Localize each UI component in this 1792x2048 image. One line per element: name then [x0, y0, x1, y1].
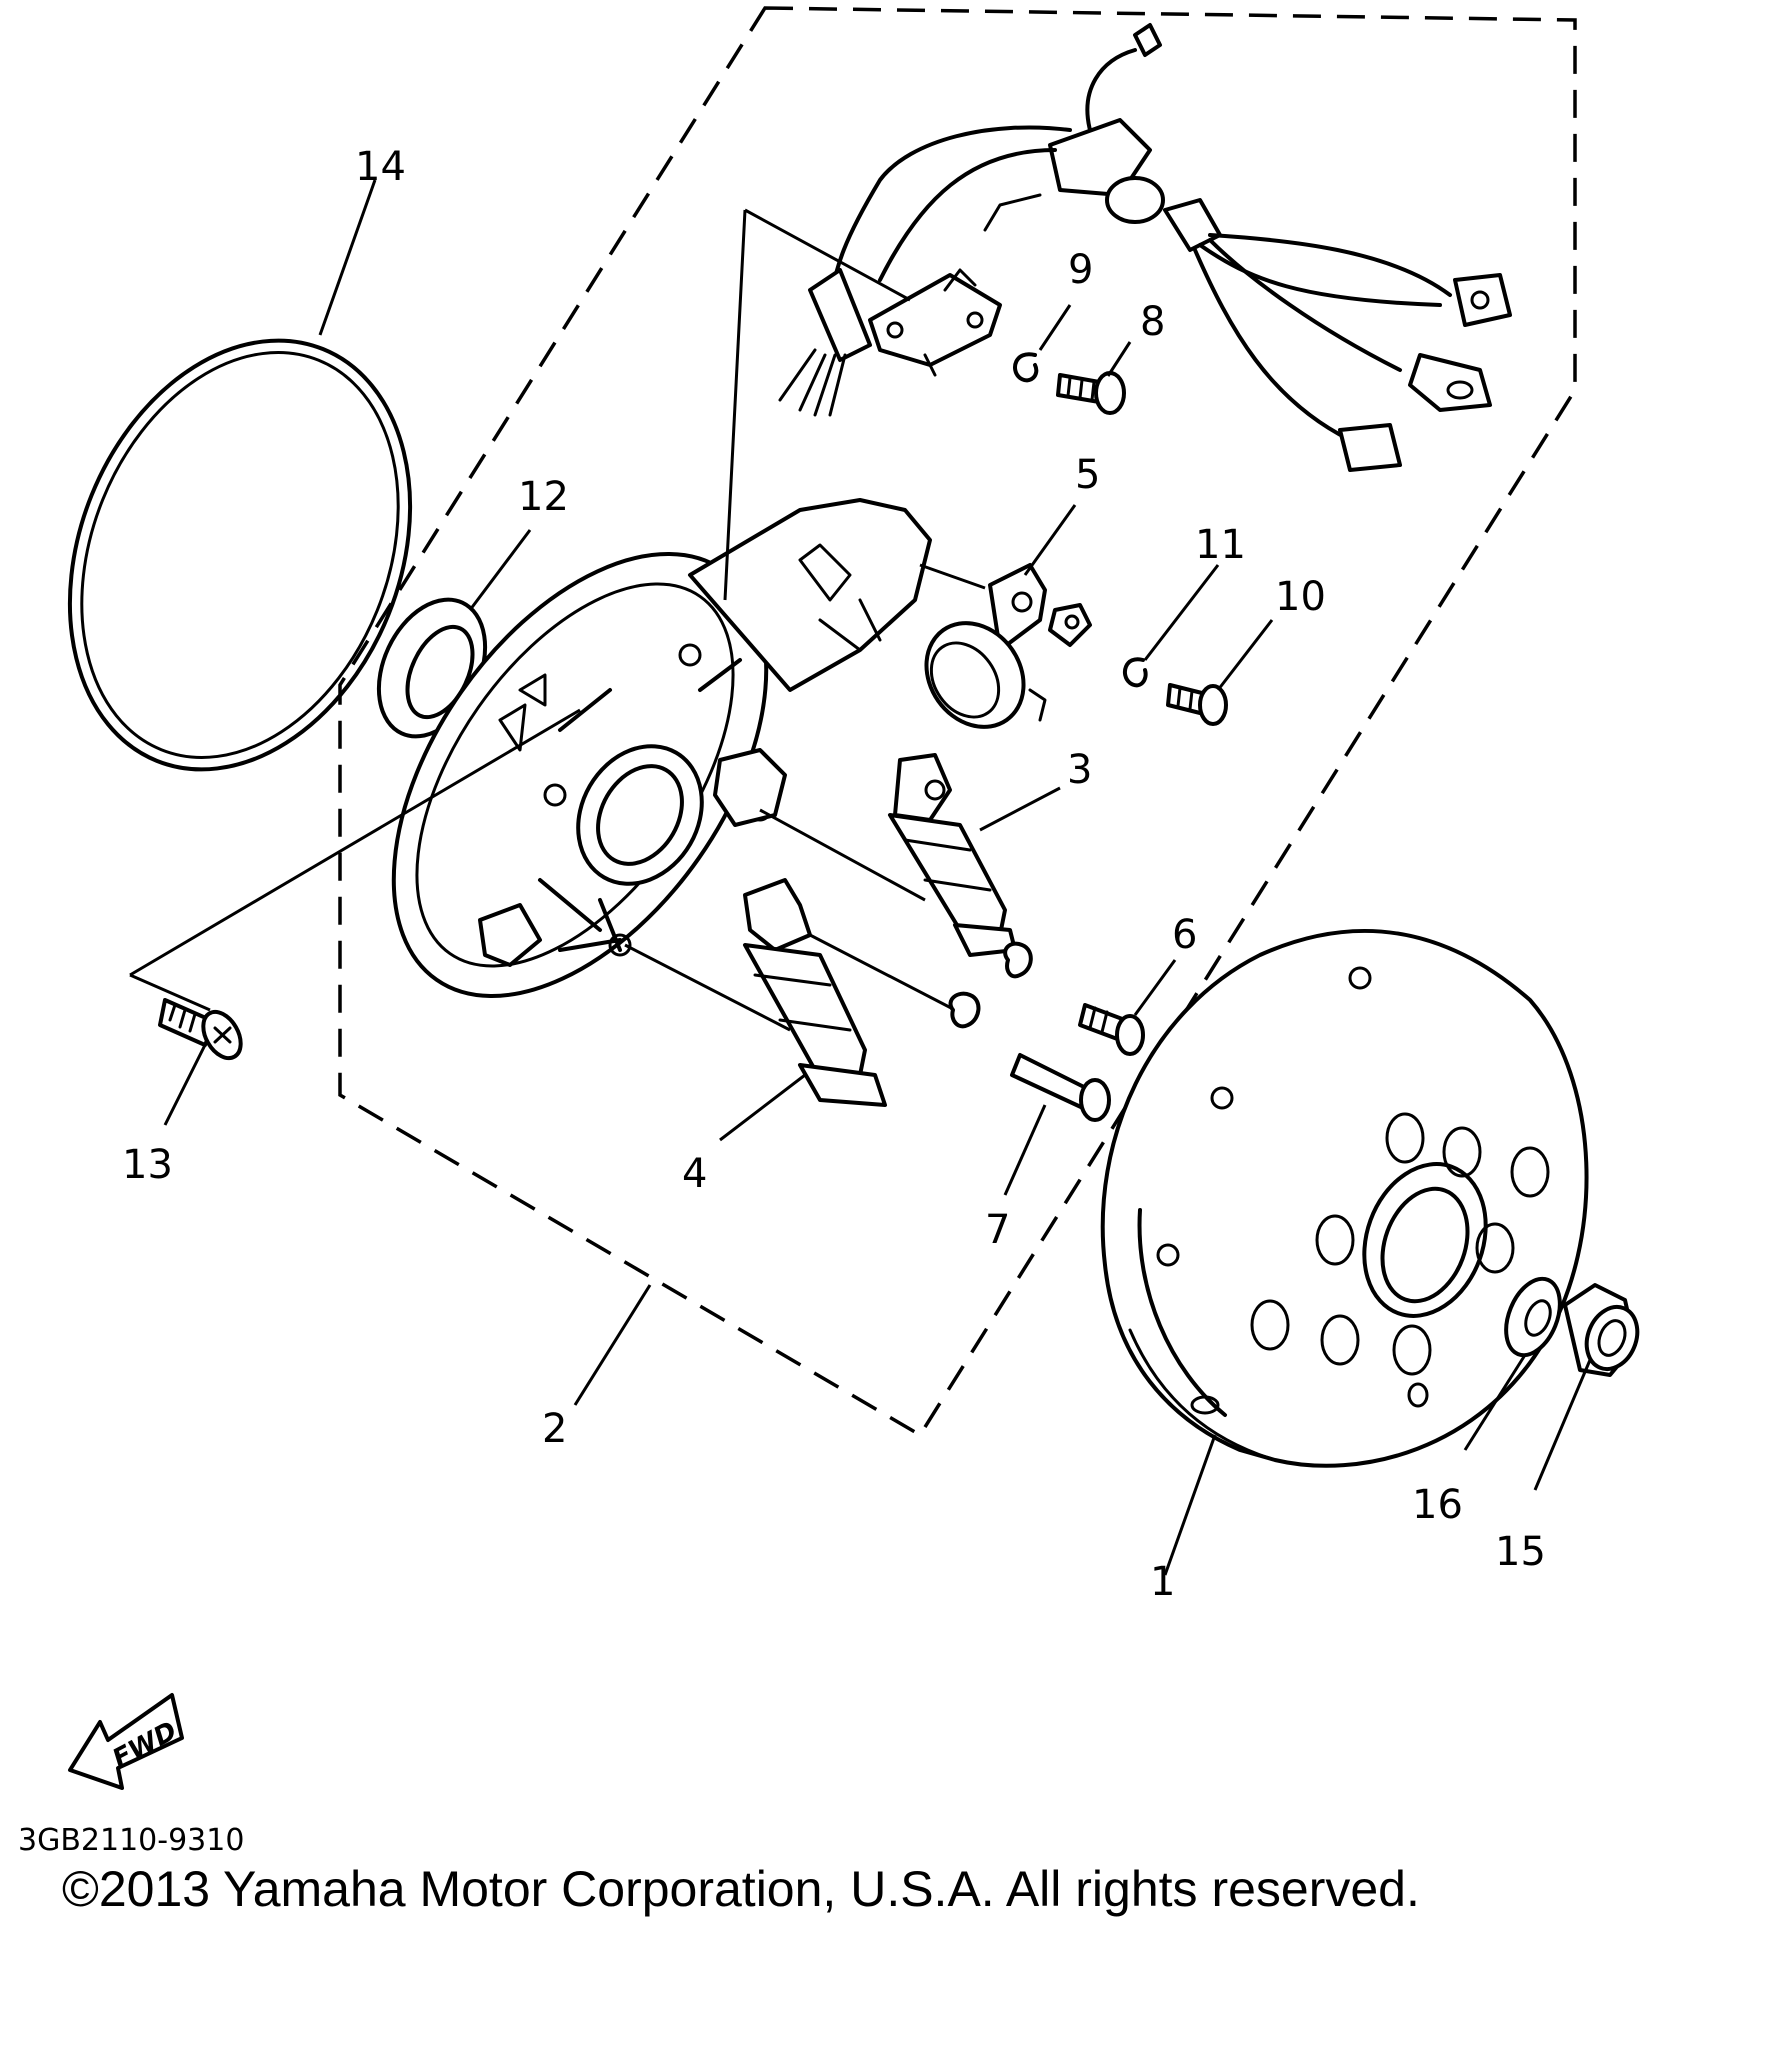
- leader-3-bolt: [759, 808, 926, 902]
- washer-part-11: [1122, 657, 1148, 688]
- callout-4: 4: [682, 1151, 707, 1197]
- leader-4-coil: [809, 933, 956, 1012]
- o-ring-part-14: [67, 338, 413, 772]
- callout-9: 9: [1068, 247, 1093, 293]
- stator-base-plate: [391, 498, 932, 999]
- clip-part-3: [1003, 941, 1033, 979]
- leader-13-a: [129, 708, 581, 977]
- wire-harness: [778, 23, 1512, 472]
- screw-part-10: [1166, 683, 1228, 726]
- leader-5-bolt: [919, 563, 986, 590]
- clip-part-11-holder: [1048, 603, 1092, 647]
- callout-2: 2: [542, 1406, 567, 1452]
- callout-15: 15: [1495, 1529, 1546, 1575]
- washer-part-9: [1013, 352, 1039, 383]
- callout-7: 7: [985, 1207, 1010, 1253]
- callout-16: 16: [1412, 1482, 1463, 1528]
- callout-12: 12: [518, 474, 569, 520]
- callout-11: 11: [1195, 522, 1246, 568]
- leader-bracket: [723, 208, 911, 601]
- assembly-boundary: [338, 6, 1577, 1438]
- drawing-code: 3GB2110-9310: [18, 1823, 244, 1858]
- lighting-coil-part-4: [743, 878, 887, 1107]
- flywheel-rotor-part-1: [1100, 929, 1589, 1468]
- callout-leaders: [163, 179, 1592, 1576]
- callout-1: 1: [1150, 1559, 1175, 1605]
- screw-part-8: [1056, 371, 1126, 415]
- callout-6: 6: [1172, 912, 1197, 958]
- charging-coil-part-3: [888, 753, 1017, 957]
- callout-10: 10: [1275, 574, 1326, 620]
- copyright-notice: ©2013 Yamaha Motor Corporation, U.S.A. A…: [62, 1861, 1420, 1917]
- callout-14: 14: [355, 144, 406, 190]
- callout-3: 3: [1067, 747, 1092, 793]
- leader-13-b: [129, 973, 211, 1012]
- callout-8: 8: [1140, 299, 1165, 345]
- pickup-coil-bracket: [868, 268, 1002, 377]
- forward-direction-arrow: FWD: [68, 1693, 184, 1790]
- nut-part-15: [1563, 1283, 1640, 1377]
- washer-part-16: [1504, 1276, 1562, 1358]
- pulser-coil-part-5: [924, 563, 1047, 729]
- bolt-part-7: [1010, 1053, 1111, 1122]
- leader-4-bolt: [624, 943, 791, 1032]
- callout-5: 5: [1075, 452, 1100, 498]
- clip-part-4: [948, 991, 981, 1029]
- screw-part-13: [158, 998, 243, 1061]
- screw-part-6: [1078, 1003, 1145, 1056]
- callout-13: 13: [122, 1142, 173, 1188]
